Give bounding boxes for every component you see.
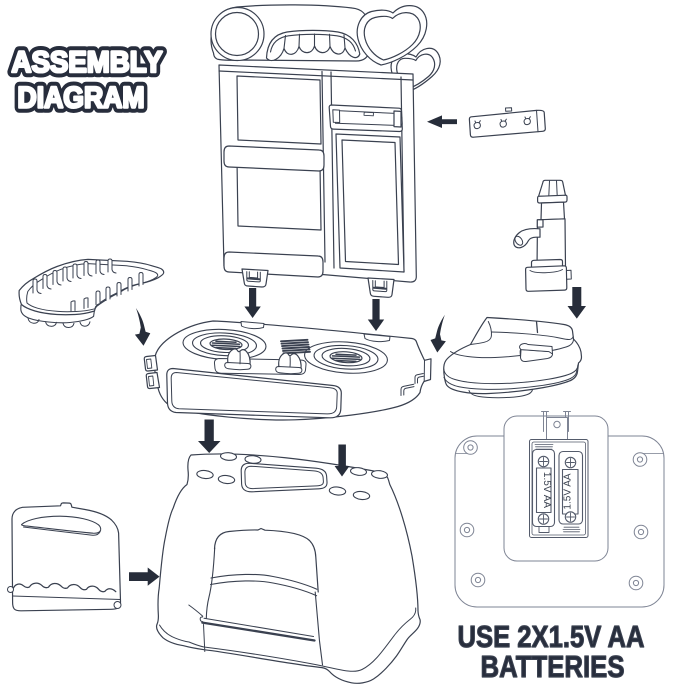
svg-text:USE 2X1.5V AA: USE 2X1.5V AA (458, 620, 645, 654)
svg-text:BATTERIES: BATTERIES (481, 650, 625, 684)
svg-text:1.5V AA: 1.5V AA (562, 473, 573, 509)
svg-text:ASSEMBLY: ASSEMBLY (12, 46, 163, 79)
svg-text:DIAGRAM: DIAGRAM (18, 81, 145, 114)
svg-text:1.5V AA: 1.5V AA (541, 472, 552, 508)
svg-text:ASSEMBLY: ASSEMBLY (12, 46, 163, 79)
svg-text:DIAGRAM: DIAGRAM (18, 81, 145, 114)
